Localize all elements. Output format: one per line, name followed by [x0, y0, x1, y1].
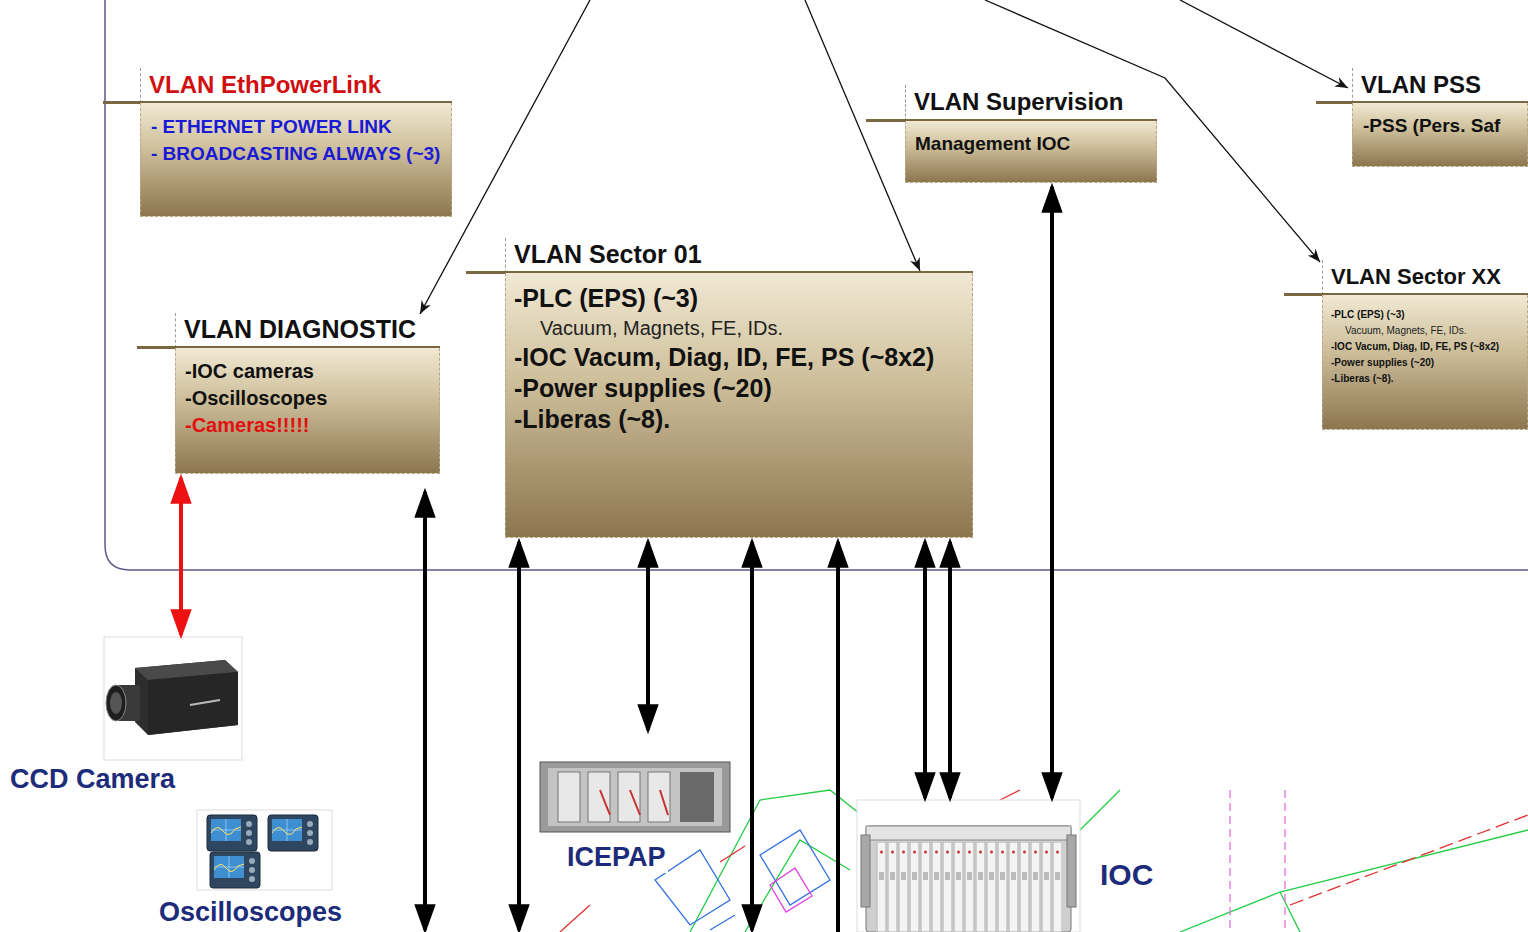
vlan-body: -IOC cameras-Oscilloscopes-Cameras!!!!!: [175, 348, 440, 474]
vlan-title: VLAN Supervision: [905, 85, 1157, 121]
vlan-item: -Power supplies (~20): [1331, 355, 1523, 371]
device-node: ICEPAP: [540, 762, 732, 874]
device-node: Oscilloscopes: [157, 808, 372, 930]
vlan-item: Management IOC: [915, 131, 1150, 157]
device-label: ICEPAP: [565, 842, 668, 873]
network-region: [105, 0, 1528, 570]
vlan-box: VLAN PSS -PSS (Pers. Saf: [1352, 68, 1528, 167]
vlan-item: -Liberas (~8).: [1331, 371, 1523, 387]
vlan-item: -IOC Vacum, Diag, ID, FE, PS (~8x2): [514, 342, 968, 373]
device-label: Oscilloscopes: [157, 897, 344, 928]
vlan-item: -PLC (EPS) (~3): [1331, 307, 1523, 323]
device-link: [646, 542, 650, 730]
vlan-box: VLAN Sector XX-PLC (EPS) (~3)Vacuum, Mag…: [1322, 260, 1528, 430]
vlan-item: -Oscilloscopes: [185, 385, 435, 412]
vlan-title: VLAN Sector 01: [505, 238, 973, 273]
upstream-arrows: [420, 0, 1348, 314]
device-link: [1050, 187, 1054, 798]
device-label: CCD Camera: [8, 764, 177, 795]
ioc-picture: [857, 800, 1080, 932]
vlan-item: - ETHERNET POWER LINK: [151, 113, 445, 140]
vlan-item: -Power supplies (~20): [514, 373, 968, 404]
vlan-item: Vacuum, Magnets, FE, IDs.: [514, 314, 968, 342]
vlan-item: -PLC (EPS) (~3): [514, 283, 968, 314]
vlan-box: VLAN SupervisionManagement IOC: [905, 85, 1157, 183]
device-node: CCD Camera: [8, 637, 242, 797]
device-link: [923, 542, 927, 798]
vlan-title: VLAN PSS: [1352, 68, 1528, 103]
vlan-body: -PSS (Pers. Saf: [1352, 103, 1528, 167]
vlan-title: VLAN DIAGNOSTIC: [175, 313, 440, 348]
oscilloscopes-picture: [197, 810, 332, 890]
camera-picture: [104, 637, 242, 760]
vlan-title: VLAN EthPowerLink: [140, 68, 452, 103]
vlan-body: -PLC (EPS) (~3)Vacuum, Magnets, FE, IDs.…: [505, 273, 973, 538]
device-link: [948, 542, 952, 798]
vlan-body: Management IOC: [905, 121, 1157, 183]
vlan-item: -IOC Vacum, Diag, ID, FE, PS (~8x2): [1331, 339, 1523, 355]
vlan-box: VLAN Sector 01-PLC (EPS) (~3)Vacuum, Mag…: [505, 238, 973, 538]
vlan-item: -PSS (Pers. Saf: [1363, 113, 1523, 139]
vlan-title: VLAN Sector XX: [1322, 260, 1528, 295]
camera-link: [179, 478, 183, 635]
vlan-box: VLAN EthPowerLink- ETHERNET POWER LINK- …: [140, 68, 452, 217]
vlan-item: -Liberas (~8).: [514, 404, 968, 435]
icepap-picture: [540, 762, 730, 832]
vlan-item: Vacuum, Magnets, FE, IDs.: [1331, 323, 1523, 339]
vlan-item: - BROADCASTING ALWAYS (~3): [151, 140, 445, 167]
vlan-box: VLAN DIAGNOSTIC-IOC cameras-Oscilloscope…: [175, 313, 440, 474]
vlan-body: -PLC (EPS) (~3)Vacuum, Magnets, FE, IDs.…: [1322, 295, 1528, 430]
vlan-item: -Cameras!!!!!: [185, 412, 435, 439]
device-node: IOC: [857, 800, 1157, 932]
vlan-item: -IOC cameras: [185, 358, 435, 385]
device-label: IOC: [1098, 858, 1155, 892]
vlan-body: - ETHERNET POWER LINK- BROADCASTING ALWA…: [140, 103, 452, 217]
downlink-arrows: [425, 492, 838, 932]
